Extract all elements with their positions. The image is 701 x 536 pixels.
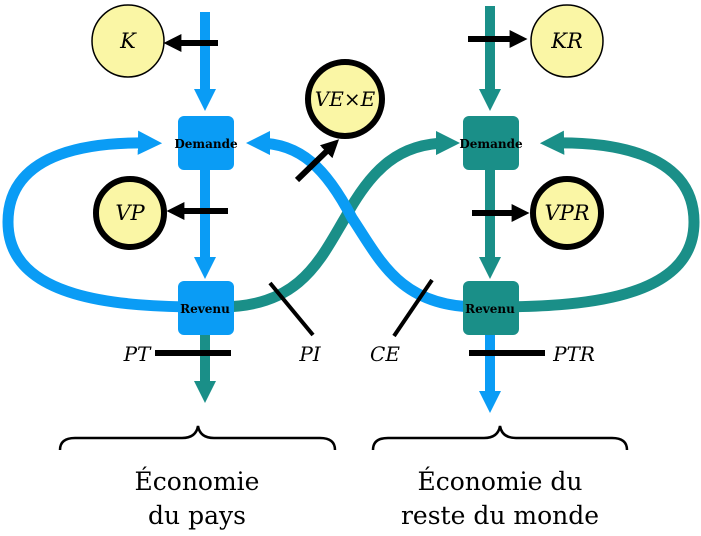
rest-caption-line1: Économie du bbox=[417, 467, 582, 496]
rest-capital-label: KR bbox=[550, 29, 583, 53]
country-caption-line1: Économie bbox=[135, 467, 260, 496]
rest-caption-line2: reste du monde bbox=[401, 501, 599, 530]
rest-brace bbox=[371, 425, 629, 451]
country-demand-label: Demande bbox=[174, 137, 238, 151]
exports-flow bbox=[245, 130, 479, 313]
rest-tax-label: PTR bbox=[552, 342, 595, 366]
country-exports-label: VE×E bbox=[315, 87, 376, 111]
rest-revenue-label: Revenu bbox=[465, 302, 515, 316]
rest-demand-label: Demande bbox=[459, 137, 523, 151]
country-exports-circle bbox=[305, 59, 385, 139]
country-tax-label: PT bbox=[123, 342, 152, 366]
exports-arrow bbox=[294, 139, 340, 183]
country-caption-line2: du pays bbox=[148, 501, 246, 530]
country-consumption-label: VP bbox=[115, 201, 145, 225]
rest-consumption-label: VPR bbox=[544, 201, 589, 225]
rest-consumption-circle bbox=[530, 176, 604, 250]
imports-label: PI bbox=[298, 342, 321, 366]
rest-demand-node bbox=[463, 116, 519, 170]
exports-leak-bar bbox=[392, 278, 434, 338]
imports-leak-bar bbox=[268, 281, 315, 337]
rest-revenue-node bbox=[463, 281, 519, 335]
country-capital-label: K bbox=[119, 29, 137, 53]
country-brace bbox=[58, 425, 337, 451]
exports-side-label: CE bbox=[370, 342, 400, 366]
rest-capital-circle bbox=[530, 4, 604, 78]
imports-flow bbox=[219, 130, 461, 313]
country-income-loop bbox=[2, 130, 206, 313]
country-demand-node bbox=[178, 116, 234, 170]
country-revenue-label: Revenu bbox=[180, 302, 230, 316]
country-consumption-circle bbox=[93, 176, 167, 250]
country-revenue-node bbox=[178, 281, 234, 335]
rest-income-loop bbox=[489, 130, 700, 313]
